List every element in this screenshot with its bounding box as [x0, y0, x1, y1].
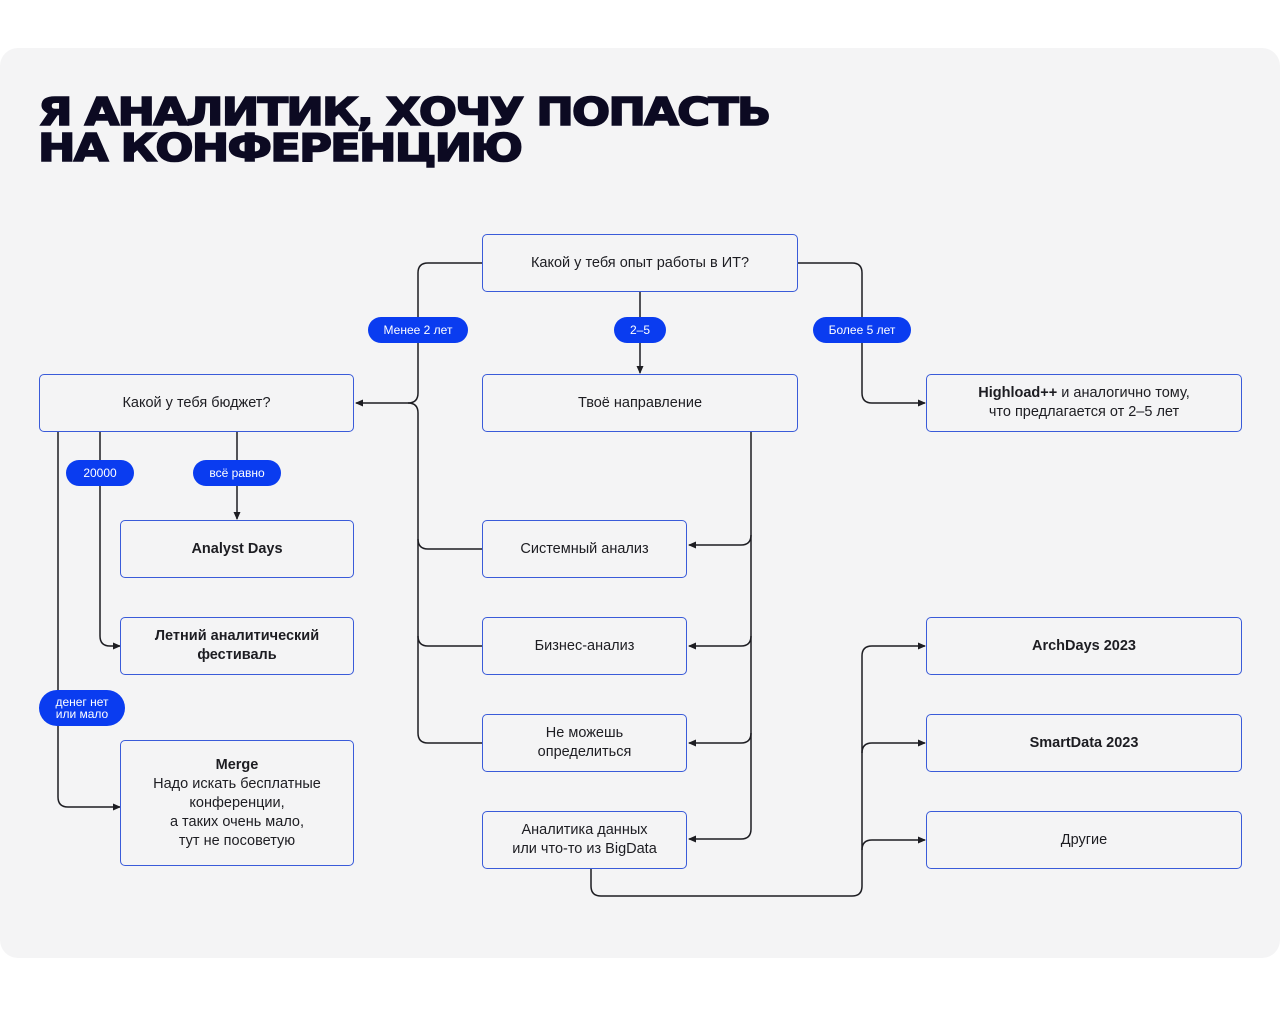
- undecided-line-1: Не можешь: [545, 725, 624, 741]
- pill-more-than-5-years: Более 5 лет: [813, 317, 911, 343]
- summer-fest-line-2: фестиваль: [197, 647, 277, 663]
- node-undecided: Не можешь определиться: [482, 714, 687, 772]
- direction-text: Твоё направление: [577, 394, 703, 411]
- wire-direction-to-system: [688, 534, 752, 549]
- node-data-analytics: Аналитика данных или что-то из BigData: [482, 811, 687, 869]
- highload-name: Highload++: [978, 385, 1058, 401]
- merge-title: Merge: [215, 756, 259, 773]
- summer-fest-line-1: Летний аналитический: [154, 628, 320, 644]
- wire-direction-to-undecided: [688, 732, 752, 747]
- node-analyst-days: Analyst Days: [120, 520, 354, 578]
- wire-to-others: [861, 836, 926, 851]
- wire-data-to-conferences: [590, 642, 926, 897]
- merge-line-3: а таких очень мало,: [169, 813, 305, 830]
- no-money-line-2: или мало: [55, 707, 109, 721]
- page-title: Я аналитик, хочу попасть на конференцию: [37, 90, 772, 170]
- node-merge: Merge Надо искать бесплатные конференции…: [120, 740, 354, 866]
- node-highload: Highload++ и аналогично тому, что предла…: [926, 374, 1242, 432]
- highload-line-2: что предлагается от 2–5 лет: [988, 404, 1180, 420]
- others-text: Другие: [1060, 831, 1108, 848]
- wire-undecided-to-trunk: [417, 539, 482, 744]
- node-smartdata: SmartData 2023: [926, 714, 1242, 772]
- wire-direction-to-business: [688, 635, 752, 650]
- experience-question-text: Какой у тебя опыт работы в ИТ?: [530, 254, 750, 271]
- smartdata-text: SmartData 2023: [1029, 734, 1139, 751]
- wire-direction-trunk: [688, 432, 752, 843]
- undecided-line-2: определиться: [537, 744, 632, 760]
- wire-business-to-trunk: [417, 635, 482, 647]
- node-archdays: ArchDays 2023: [926, 617, 1242, 675]
- budget-question-text: Какой у тебя бюджет?: [122, 394, 271, 411]
- title-line-2: на конференцию: [37, 126, 524, 170]
- title-line-1: Я аналитик, хочу попасть: [37, 90, 772, 134]
- node-business-analysis: Бизнес-анализ: [482, 617, 687, 675]
- analyst-days-text: Analyst Days: [191, 540, 283, 557]
- node-summer-festival: Летний аналитический фестиваль: [120, 617, 354, 675]
- highload-rest: и аналогично тому,: [1057, 385, 1190, 401]
- data-analytics-line-2: или что-то из BigData: [512, 841, 657, 857]
- wire-to-smartdata: [861, 739, 926, 754]
- highload-line-1: Highload++ и аналогично тому,: [978, 384, 1190, 403]
- node-direction: Твоё направление: [482, 374, 798, 432]
- node-others: Другие: [926, 811, 1242, 869]
- pill-2-5-years: 2–5: [614, 317, 666, 343]
- system-analysis-text: Системный анализ: [520, 540, 649, 557]
- wire-budget-to-summer-fest: [99, 432, 121, 650]
- pill-no-money: денег нет или мало: [39, 690, 125, 726]
- pill-budget-20000: 20000: [66, 460, 134, 486]
- no-money-line-1: денег нет: [55, 695, 109, 709]
- merge-line-1: Надо искать бесплатные: [153, 775, 321, 792]
- business-analysis-text: Бизнес-анализ: [534, 637, 635, 654]
- wire-budget-to-merge: [57, 432, 121, 811]
- merge-line-2: конференции,: [189, 794, 285, 811]
- pill-less-than-2-years: Менее 2 лет: [368, 317, 468, 343]
- data-analytics-line-1: Аналитика данных: [521, 822, 648, 838]
- pill-budget-any: всё равно: [193, 460, 281, 486]
- node-system-analysis: Системный анализ: [482, 520, 687, 578]
- wire-system-to-budget: [407, 402, 482, 550]
- node-experience-question: Какой у тебя опыт работы в ИТ?: [482, 234, 798, 292]
- node-budget-question: Какой у тебя бюджет?: [39, 374, 354, 432]
- merge-line-4: тут не посоветую: [178, 832, 296, 849]
- archdays-text: ArchDays 2023: [1032, 637, 1136, 654]
